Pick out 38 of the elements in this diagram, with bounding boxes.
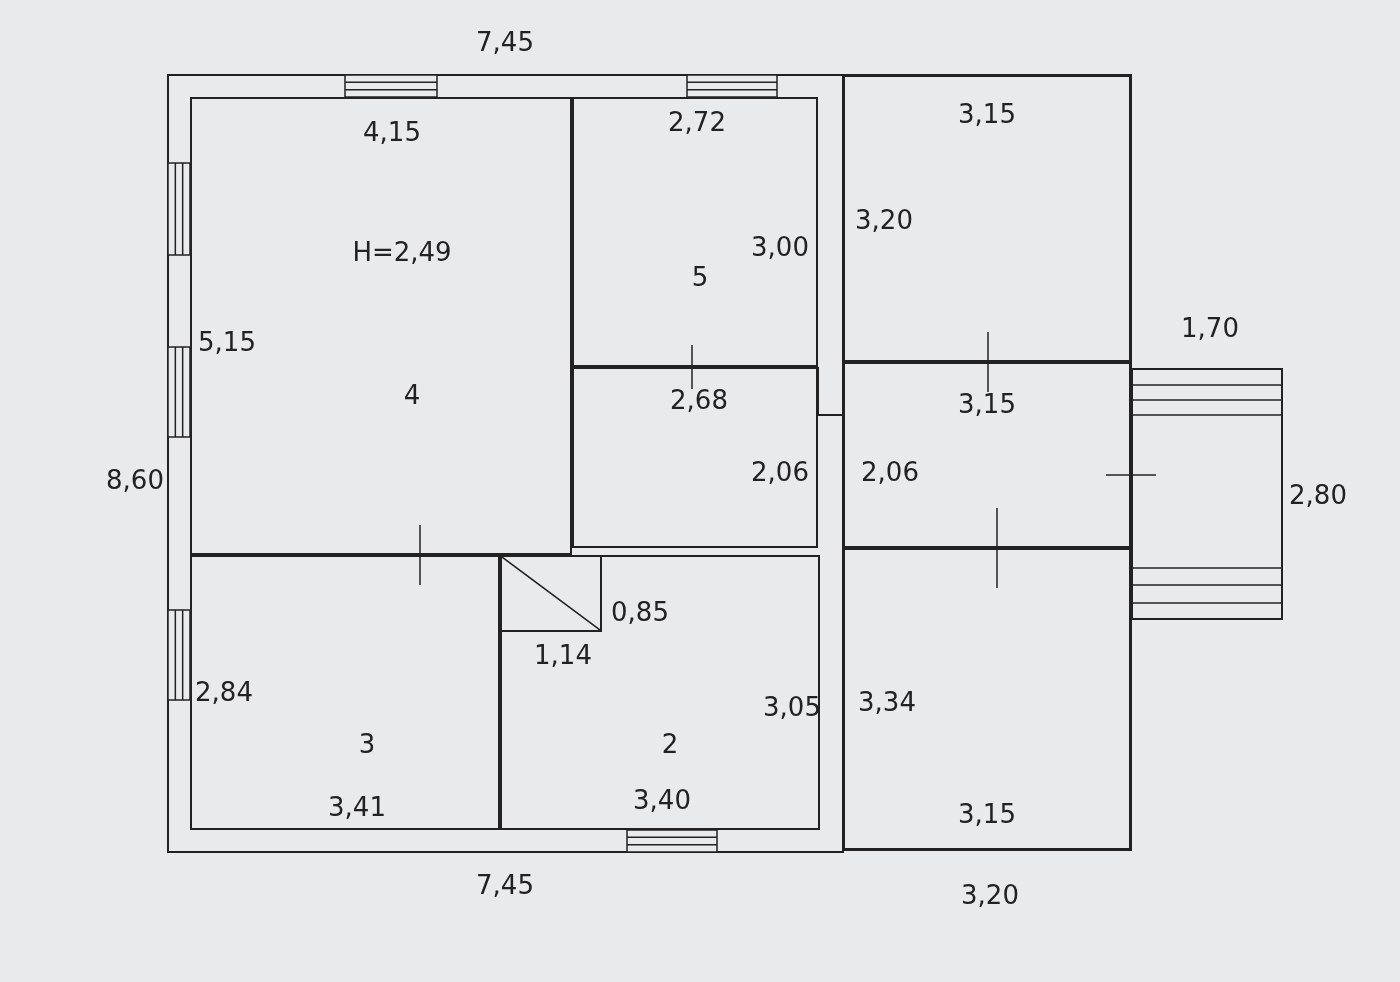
dimension-label: 3,15	[958, 99, 1016, 129]
dimension-label: 7,45	[476, 870, 534, 900]
dimension-label: 5,15	[198, 327, 256, 357]
dimension-label: 2,72	[668, 107, 726, 137]
dimension-label: 3,15	[958, 389, 1016, 419]
room-outline	[572, 367, 818, 548]
room-outline	[500, 555, 820, 830]
dimension-label: 1,70	[1181, 313, 1239, 343]
dimension-label: 3,40	[633, 785, 691, 815]
dimension-label: H=2,49	[352, 237, 452, 267]
dimension-label: 8,60	[106, 465, 164, 495]
dimension-label: 0,85	[611, 597, 669, 627]
dimension-label: 3,20	[855, 205, 913, 235]
room-outline	[190, 555, 500, 830]
dimension-label: 2,06	[751, 457, 809, 487]
dimension-label: 2,68	[670, 385, 728, 415]
dimension-label: 3,00	[751, 232, 809, 262]
room-outline	[572, 97, 818, 367]
dimension-label: 1,14	[534, 640, 592, 670]
room-number: 3	[358, 729, 376, 759]
dimension-label: 4,15	[363, 117, 421, 147]
room-outline	[843, 548, 1131, 850]
dimension-label: 2,80	[1289, 480, 1347, 510]
dimension-label: 2,06	[861, 457, 919, 487]
room-outline	[843, 75, 1131, 362]
dimension-label: 7,45	[476, 27, 534, 57]
closet-outline	[500, 555, 602, 632]
room-outline	[190, 97, 572, 555]
room-number: 5	[691, 262, 709, 292]
room-number: 4	[403, 380, 421, 410]
room-number: 2	[661, 729, 679, 759]
dimension-label: 3,05	[763, 692, 821, 722]
dimension-label: 3,20	[961, 880, 1019, 910]
dimension-label: 3,34	[858, 687, 916, 717]
dimension-label: 3,15	[958, 799, 1016, 829]
dimension-label: 2,84	[195, 677, 253, 707]
room-outline	[843, 362, 1131, 548]
dimension-label: 3,41	[328, 792, 386, 822]
